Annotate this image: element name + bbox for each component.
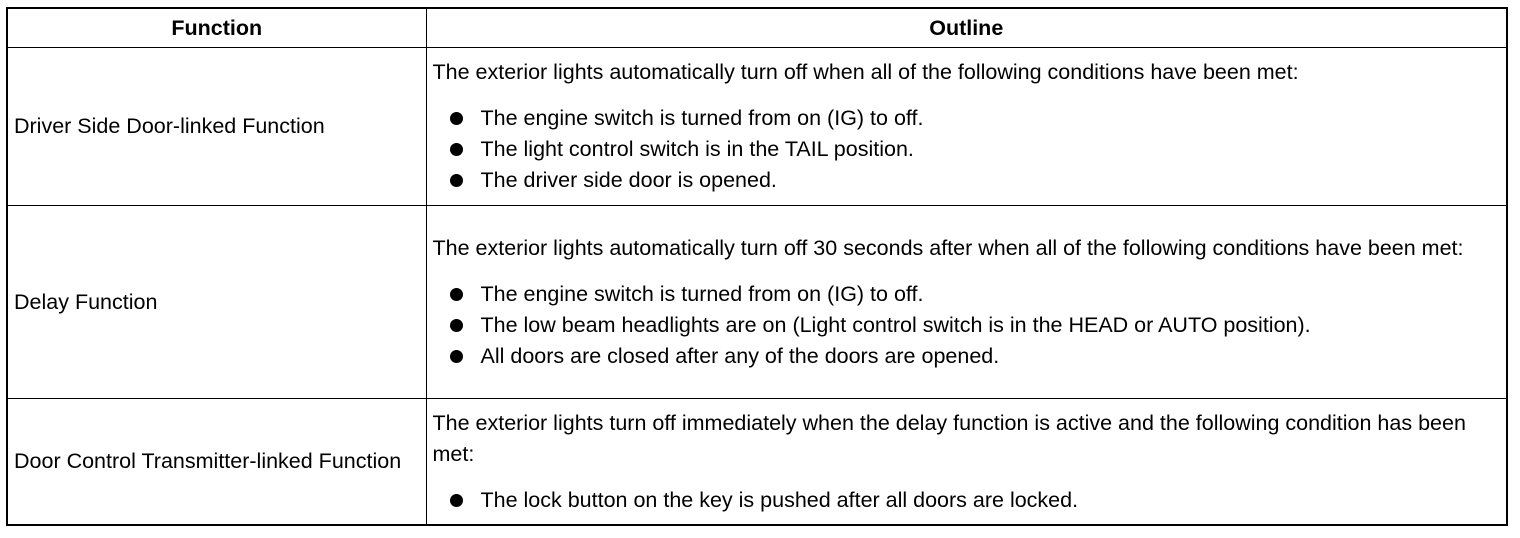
outline-cell: The exterior lights automatically turn o… [425,47,1508,206]
condition-text: The engine switch is turned from on (IG)… [480,281,924,306]
condition-item: The low beam headlights are on (Light co… [447,310,1501,341]
function-cell: Delay Function [6,205,427,399]
header-outline: Outline [425,7,1508,48]
outline-cell: The exterior lights turn off immediately… [425,398,1508,526]
table-row: Delay Function The exterior lights autom… [6,205,1508,399]
outline-intro: The exterior lights automatically turn o… [432,235,1464,260]
outline-cell: The exterior lights automatically turn o… [425,205,1508,399]
bullet-icon [449,493,463,507]
condition-list: The engine switch is turned from on (IG)… [433,279,1501,372]
condition-item: The engine switch is turned from on (IG)… [447,103,1501,134]
function-outline-table: Function Outline Driver Side Door-linked… [6,7,1508,526]
condition-item: The lock button on the key is pushed aft… [447,485,1501,516]
condition-text: The driver side door is opened. [480,168,777,192]
condition-item: The engine switch is turned from on (IG)… [447,279,1501,310]
header-function: Function [6,7,427,48]
bullet-icon [449,287,463,301]
function-cell: Door Control Transmitter-linked Function [6,398,427,526]
condition-item: The driver side door is opened. [447,165,1501,196]
table-row: Door Control Transmitter-linked Function… [6,398,1508,526]
condition-text: The engine switch is turned from on (IG)… [480,106,924,130]
condition-item: All doors are closed after any of the do… [447,341,1501,372]
condition-list: The lock button on the key is pushed aft… [433,485,1501,516]
condition-text: The low beam headlights are on (Light co… [480,312,1311,337]
table-row: Driver Side Door-linked Function The ext… [6,47,1508,206]
condition-text: All doors are closed after any of the do… [480,343,1000,368]
condition-item: The light control switch is in the TAIL … [447,134,1501,165]
bullet-icon [449,143,463,156]
bullet-icon [449,349,463,363]
bullet-icon [449,318,463,332]
bullet-icon [449,174,463,187]
outline-intro: The exterior lights turn off immediately… [432,410,1466,466]
condition-list: The engine switch is turned from on (IG)… [433,103,1501,196]
condition-text: The lock button on the key is pushed aft… [480,487,1079,512]
outline-intro: The exterior lights automatically turn o… [432,60,1299,84]
header-row: Function Outline [6,7,1508,48]
function-cell: Driver Side Door-linked Function [6,47,427,206]
condition-text: The light control switch is in the TAIL … [480,137,914,161]
bullet-icon [449,112,463,125]
